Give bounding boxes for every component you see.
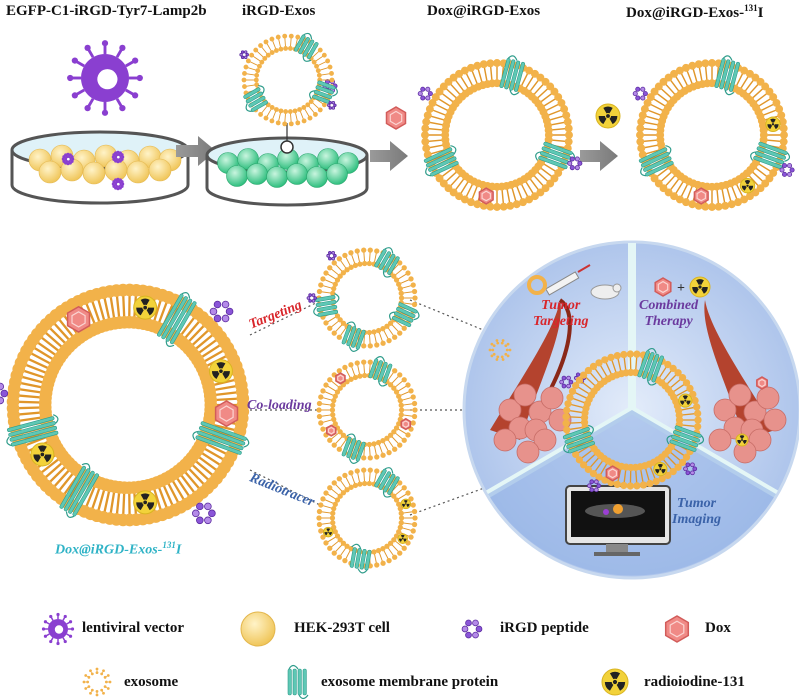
panel-plus-sign: +: [677, 281, 685, 296]
monitor-icon: [565, 485, 671, 556]
syringe-icon: [545, 264, 591, 296]
legend-label-exosome: exosome: [124, 674, 179, 690]
lentiviral-vector-icon: [67, 40, 143, 116]
stage-title-plasmid: EGFP-C1-iRGD-Tyr7-Lamp2b: [6, 3, 207, 19]
legend-label-membrane-protein: exosome membrane protein: [321, 674, 499, 690]
radioiodine-icon: [601, 668, 629, 696]
legend-label-hek: HEK-293T cell: [294, 620, 390, 636]
irgd-peptide-icon: [461, 619, 483, 639]
stage-title-dox-irgd-exos: Dox@iRGD-Exos: [427, 3, 541, 19]
dox-icon: [664, 615, 690, 643]
exosome-dox-irgd-exos: [417, 55, 583, 211]
large-exosome-label: Dox@iRGD-Exos-131I: [55, 540, 182, 558]
exosome-large: [0, 283, 250, 527]
dox-icon: [654, 277, 672, 297]
lentiviral-vector-icon: [41, 612, 75, 646]
legend-label-irgd: iRGD peptide: [500, 620, 589, 636]
dox-icon: [385, 106, 407, 130]
legend-label-radioiodine: radioiodine-131: [644, 674, 745, 690]
exosome-radiotracer: [316, 467, 418, 574]
radioiodine-icon: [595, 103, 621, 129]
exosome-coloading: [316, 356, 418, 464]
mouse-icon: [590, 283, 622, 300]
legend-label-lentiviral: lentiviral vector: [82, 620, 185, 636]
tumor-right-illustration: [704, 300, 787, 464]
exosome-mini-icon: [527, 275, 547, 295]
hek-cell-icon: [240, 611, 276, 647]
petri-dish-infection: [10, 130, 190, 205]
stage-title-dox-irgd-exos-131i: Dox@iRGD-Exos-131I: [626, 3, 764, 21]
radioiodine-icon: [689, 276, 711, 298]
tumor-left-illustration: [488, 298, 587, 464]
exosome-irgd-exos: [239, 32, 338, 127]
exosome-membrane-protein-icon: [287, 664, 309, 700]
stage-title-irgd-exos: iRGD-Exos: [242, 3, 316, 19]
exosome-targeting: [306, 247, 420, 352]
connector-lines: [249, 299, 521, 516]
exosome-icon: [82, 667, 112, 697]
legend-label-dox: Dox: [705, 620, 731, 636]
label-coloading: Co-loading: [247, 398, 312, 413]
application-panel: [462, 240, 799, 580]
exosome-panel-center: [559, 347, 705, 493]
exosome-dox-irgd-exos-131i: [632, 55, 795, 211]
process-arrow: [580, 141, 618, 171]
petri-dish-exosome-production: [205, 123, 369, 207]
process-arrow: [370, 141, 408, 171]
